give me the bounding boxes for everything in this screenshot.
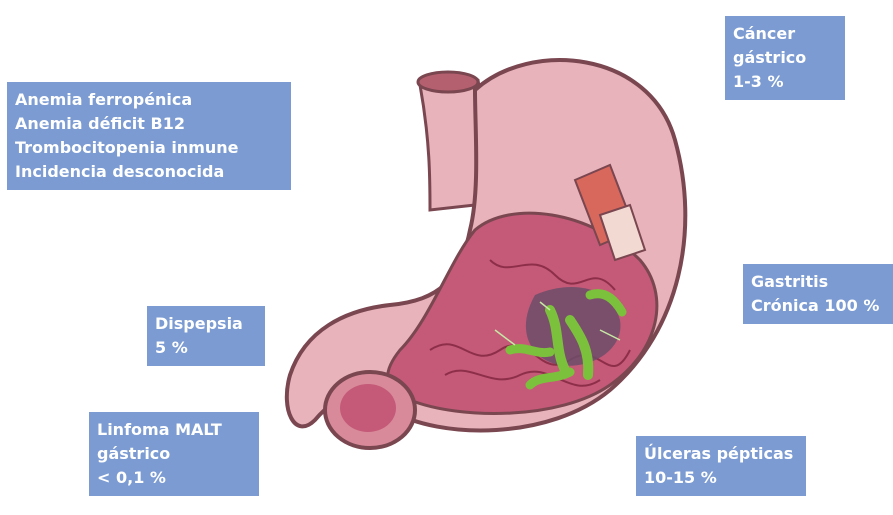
linfoma-line-1: Linfoma MALT: [97, 418, 251, 442]
label-ulceras: Úlceras pépticas 10-15 %: [636, 436, 806, 496]
anemia-line-1: Anemia ferropénica: [15, 88, 283, 112]
gastritis-line-1: Gastritis: [751, 270, 885, 294]
linfoma-line-2: gástrico: [97, 442, 251, 466]
label-dispepsia: Dispepsia 5 %: [147, 306, 265, 366]
cancer-line-2: gástrico: [733, 46, 837, 70]
cancer-line-1: Cáncer: [733, 22, 837, 46]
label-gastritis: Gastritis Crónica 100 %: [743, 264, 893, 324]
anemia-line-2: Anemia déficit B12: [15, 112, 283, 136]
anemia-line-4: Incidencia desconocida: [15, 160, 283, 184]
stomach-illustration: [270, 30, 730, 480]
ulceras-line-2: 10-15 %: [644, 466, 798, 490]
label-cancer: Cáncer gástrico 1-3 %: [725, 16, 845, 100]
ulceras-line-1: Úlceras pépticas: [644, 442, 798, 466]
label-linfoma: Linfoma MALT gástrico < 0,1 %: [89, 412, 259, 496]
cancer-line-3: 1-3 %: [733, 70, 837, 94]
esophagus-opening: [418, 72, 478, 92]
dispepsia-line-2: 5 %: [155, 336, 257, 360]
anemia-line-3: Trombocitopenia inmune: [15, 136, 283, 160]
pylorus-inner: [340, 384, 396, 432]
linfoma-line-3: < 0,1 %: [97, 466, 251, 490]
dispepsia-line-1: Dispepsia: [155, 312, 257, 336]
gastritis-line-2: Crónica 100 %: [751, 294, 885, 318]
label-anemia: Anemia ferropénica Anemia déficit B12 Tr…: [7, 82, 291, 190]
